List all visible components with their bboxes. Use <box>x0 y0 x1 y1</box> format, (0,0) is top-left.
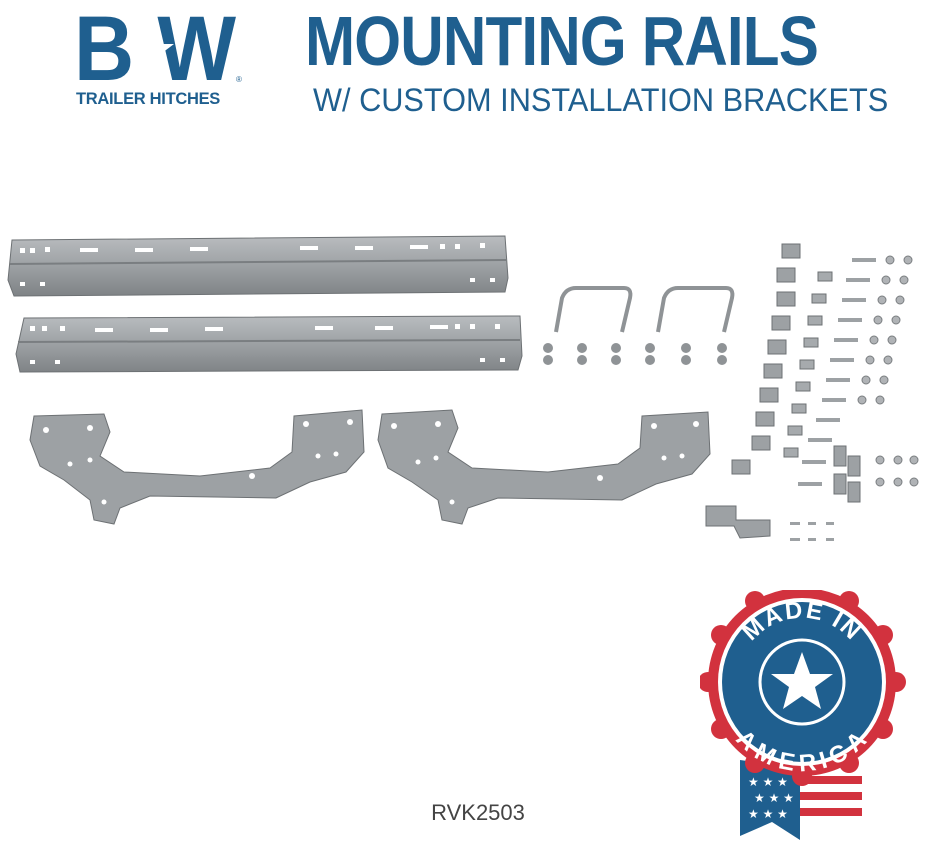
page-subtitle: W/ CUSTOM INSTALLATION BRACKETS <box>313 82 889 118</box>
mounting-rail-2 <box>15 315 523 373</box>
badge-seal <box>700 590 906 786</box>
bw-logo-mark: B W ® <box>74 6 242 90</box>
hardware-bolts <box>798 258 876 486</box>
hardware-blocks <box>833 445 861 503</box>
hardware-screws <box>790 522 834 541</box>
hardware-clips <box>783 271 833 458</box>
parts-illustration <box>7 235 919 541</box>
made-in-america-badge: ★ ★ ★ ★ ★ ★ ★ ★ ★ MADE IN AMERICA <box>700 590 906 840</box>
brand-logo: B W ® TRAILER HITCHES <box>74 6 244 110</box>
hardware-angle-bracket <box>705 505 771 539</box>
svg-text:★ ★ ★: ★ ★ ★ <box>748 807 788 821</box>
hardware-nuts <box>857 255 919 487</box>
part-number: RVK2503 <box>431 800 525 825</box>
hardware-plates <box>731 243 801 475</box>
u-bolt-1 <box>554 286 633 333</box>
installation-bracket-2 <box>377 409 711 525</box>
svg-text:®: ® <box>236 75 242 84</box>
brand-tagline: TRAILER HITCHES <box>76 90 221 108</box>
flag-ribbon: ★ ★ ★ ★ ★ ★ ★ ★ ★ <box>740 756 862 840</box>
star-icon <box>134 30 174 67</box>
star-icon <box>771 652 833 709</box>
mounting-rail-1 <box>7 235 509 297</box>
u-bolt-2 <box>656 286 735 333</box>
svg-text:★ ★ ★: ★ ★ ★ <box>754 791 794 805</box>
installation-bracket-1 <box>29 409 365 525</box>
svg-text:★ ★ ★: ★ ★ ★ <box>748 775 788 789</box>
page-title: MOUNTING RAILS <box>305 2 819 80</box>
